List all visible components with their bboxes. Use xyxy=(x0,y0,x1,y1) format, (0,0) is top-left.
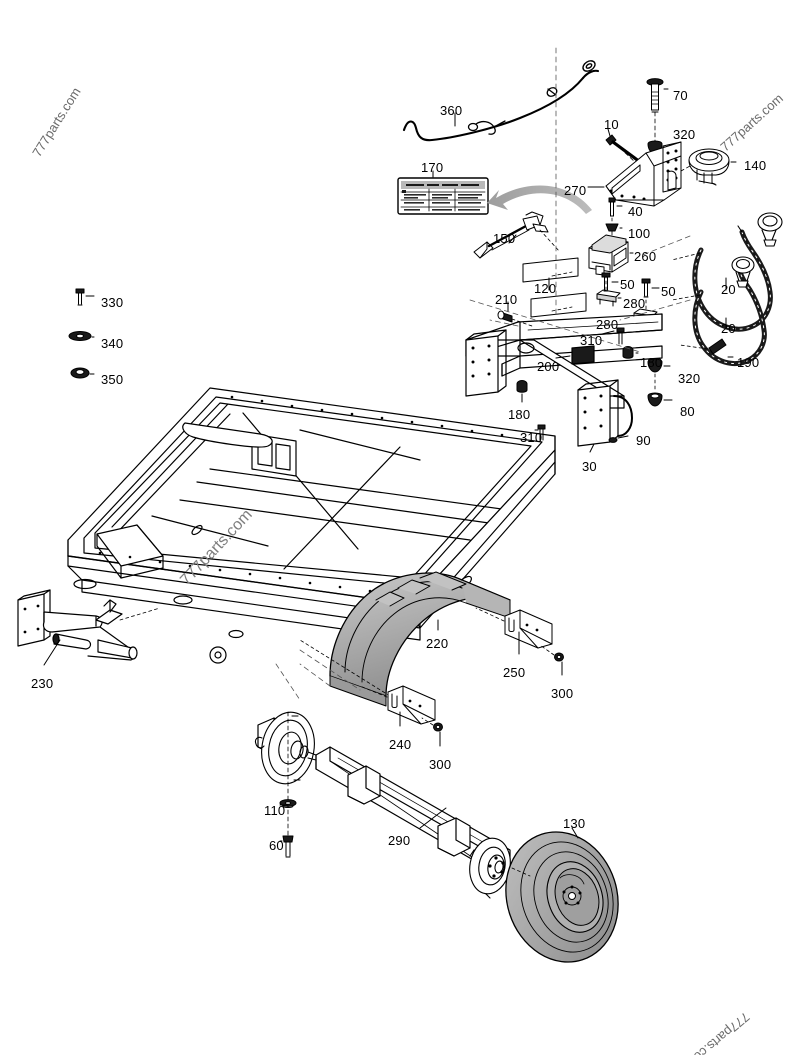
part-carriage-bolt-70 xyxy=(646,78,664,113)
callout-320-lower: 320 xyxy=(678,371,701,386)
callout-210: 210 xyxy=(495,292,518,307)
callout-310-b: 310 xyxy=(520,430,543,445)
callout-40: 40 xyxy=(628,204,643,219)
assembly-direction-arrow xyxy=(487,185,592,214)
part-screw-50-b xyxy=(641,278,651,298)
callout-20-lower: 20 xyxy=(721,321,736,336)
callout-200: 200 xyxy=(537,359,560,374)
part-safety-chain-20-b xyxy=(692,256,767,366)
callout-50-b: 50 xyxy=(661,284,676,299)
part-tongue-bracket-270 xyxy=(605,141,682,207)
callout-220: 220 xyxy=(426,636,449,651)
part-washer-90 xyxy=(608,437,618,443)
callout-240: 240 xyxy=(389,737,412,752)
part-washer-340 xyxy=(68,331,92,341)
part-warning-label-plate-170 xyxy=(397,177,489,215)
callout-300-a: 300 xyxy=(551,686,574,701)
callout-140: 140 xyxy=(744,158,767,173)
part-trailer-frame-main xyxy=(67,387,556,664)
part-tongue-frame-beam xyxy=(465,313,663,447)
callout-90: 90 xyxy=(636,433,651,448)
part-bushing-180-b xyxy=(516,380,528,393)
callout-100: 100 xyxy=(628,226,651,241)
part-clamp-280-a xyxy=(596,289,621,307)
part-handle-lever-150 xyxy=(473,211,549,259)
callout-80: 80 xyxy=(680,404,695,419)
callout-190: 190 xyxy=(737,355,760,370)
part-safety-chain-20-a xyxy=(692,212,783,332)
part-bolt-60 xyxy=(282,835,294,858)
part-lock-nut-320-lower xyxy=(647,358,663,373)
callout-110: 110 xyxy=(264,803,286,818)
callout-320-upper: 320 xyxy=(673,127,696,142)
part-reflector-120-b xyxy=(530,292,587,318)
callout-360: 360 xyxy=(440,103,463,118)
callout-270: 270 xyxy=(564,183,587,198)
part-chain-hook-190 xyxy=(708,338,727,355)
callout-20-upper: 20 xyxy=(721,282,736,297)
part-tire-and-wheel-130 xyxy=(505,831,619,963)
part-pin-210 xyxy=(497,310,513,323)
callout-180-b: 180 xyxy=(508,407,531,422)
callout-180-a: 180 xyxy=(640,355,663,370)
part-nut-100 xyxy=(605,223,619,232)
callout-170: 170 xyxy=(421,160,444,175)
callout-70: 70 xyxy=(673,88,688,103)
cable-clip xyxy=(546,87,558,97)
cable-end-loop xyxy=(582,60,596,72)
part-bushing-180-a xyxy=(622,346,634,359)
callout-330: 330 xyxy=(101,295,124,310)
part-screw-310-b xyxy=(537,424,546,441)
callout-250: 250 xyxy=(503,665,526,680)
callout-280-a: 280 xyxy=(623,296,646,311)
cable-hook xyxy=(467,120,506,135)
part-bolt-330 xyxy=(75,288,85,306)
part-fastener-300-b xyxy=(433,722,443,732)
callout-10: 10 xyxy=(604,117,619,132)
callout-300-b: 300 xyxy=(429,757,452,772)
callout-280-b: 280 xyxy=(596,317,619,332)
callout-120: 120 xyxy=(534,281,557,296)
part-fastener-300-a xyxy=(554,652,564,662)
part-hub-right xyxy=(469,837,511,899)
callout-290: 290 xyxy=(388,833,411,848)
part-fender-220 xyxy=(329,571,511,707)
part-jack-assembly-230 xyxy=(17,589,138,661)
part-fender-bracket-250 xyxy=(504,609,553,649)
callout-340: 340 xyxy=(101,336,124,351)
callout-50-a: 50 xyxy=(620,277,635,292)
part-fender-bracket-240 xyxy=(387,685,436,725)
callout-310-a: 310 xyxy=(580,333,603,348)
part-screw-50-a xyxy=(601,272,611,292)
part-nut-80 xyxy=(647,392,663,407)
callout-350: 350 xyxy=(101,372,124,387)
callout-30: 30 xyxy=(582,459,597,474)
callout-60: 60 xyxy=(269,838,284,853)
callout-150: 150 xyxy=(493,231,516,246)
part-bolt-40 xyxy=(608,197,616,217)
part-junction-box-260 xyxy=(588,234,629,276)
part-coupler-ring-140 xyxy=(688,148,730,186)
part-screw-310-a xyxy=(616,327,625,345)
part-reflector-120-a xyxy=(522,257,579,283)
callout-260: 260 xyxy=(634,249,657,264)
callout-230: 230 xyxy=(31,676,54,691)
part-breakaway-cable xyxy=(402,69,600,142)
part-nut-350 xyxy=(70,367,90,379)
callout-130: 130 xyxy=(563,816,586,831)
